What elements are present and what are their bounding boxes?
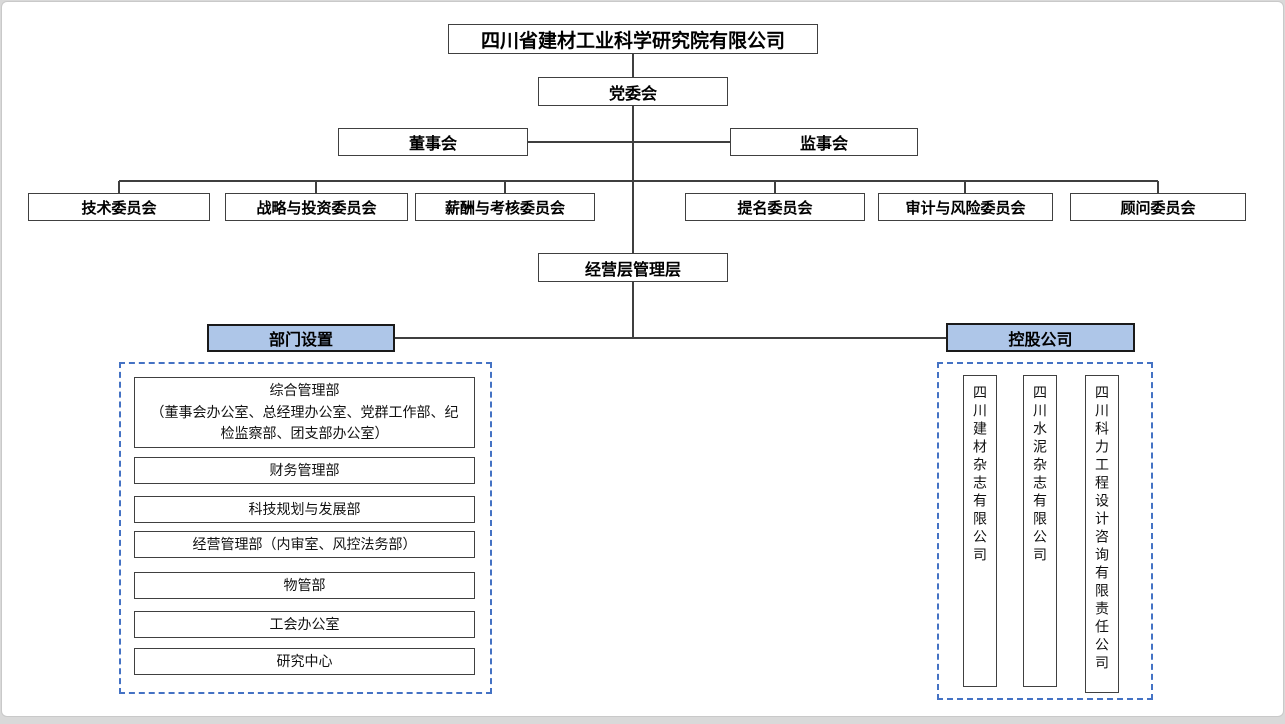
board-of-supervisors-box: 监事会: [730, 128, 918, 156]
departments-header-box: 部门设置: [207, 324, 395, 352]
party-committee-box: 党委会: [538, 77, 728, 106]
subsidiary-name: 四川科力工程设计咨询有限责任公司: [1094, 385, 1110, 673]
committee-box-strategy-investment: 战略与投资委员会: [225, 193, 408, 221]
holding-companies-container: [937, 362, 1153, 700]
committee-box-compensation-assessment: 薪酬与考核委员会: [415, 193, 595, 221]
dept-box-property-management: 物管部: [134, 572, 475, 599]
subsidiary-name: 四川建材杂志有限公司: [972, 385, 988, 565]
departments-container: [119, 362, 492, 694]
dept-box-tech-planning-development: 科技规划与发展部: [134, 496, 475, 523]
committee-box-technology: 技术委员会: [28, 193, 210, 221]
management-layer-box: 经营层管理层: [538, 253, 728, 282]
dept-box-operations-management: 经营管理部（内审室、风控法务部）: [134, 531, 475, 558]
committee-box-advisory: 顾问委员会: [1070, 193, 1246, 221]
board-of-directors-box: 董事会: [338, 128, 528, 156]
subsidiary-name: 四川水泥杂志有限公司: [1032, 385, 1048, 565]
committee-box-audit-risk: 审计与风险委员会: [878, 193, 1053, 221]
dept-box-research-center: 研究中心: [134, 648, 475, 675]
subsidiary-box-cement-magazine: 四川水泥杂志有限公司: [1023, 375, 1057, 687]
dept-box-general-management: 综合管理部 （董事会办公室、总经理办公室、党群工作部、纪检监察部、团支部办公室）: [134, 377, 475, 448]
company-title-box: 四川省建材工业科学研究院有限公司: [448, 24, 818, 54]
dept-name: 综合管理部: [269, 381, 340, 398]
committee-box-nomination: 提名委员会: [685, 193, 865, 221]
dept-box-finance: 财务管理部: [134, 457, 475, 484]
subsidiary-box-keli-engineering: 四川科力工程设计咨询有限责任公司: [1085, 375, 1119, 693]
dept-box-labor-union-office: 工会办公室: [134, 611, 475, 638]
subsidiary-box-building-materials-magazine: 四川建材杂志有限公司: [963, 375, 997, 687]
dept-detail: （董事会办公室、总经理办公室、党群工作部、纪检监察部、团支部办公室）: [150, 403, 459, 442]
holding-companies-header-box: 控股公司: [946, 323, 1135, 352]
